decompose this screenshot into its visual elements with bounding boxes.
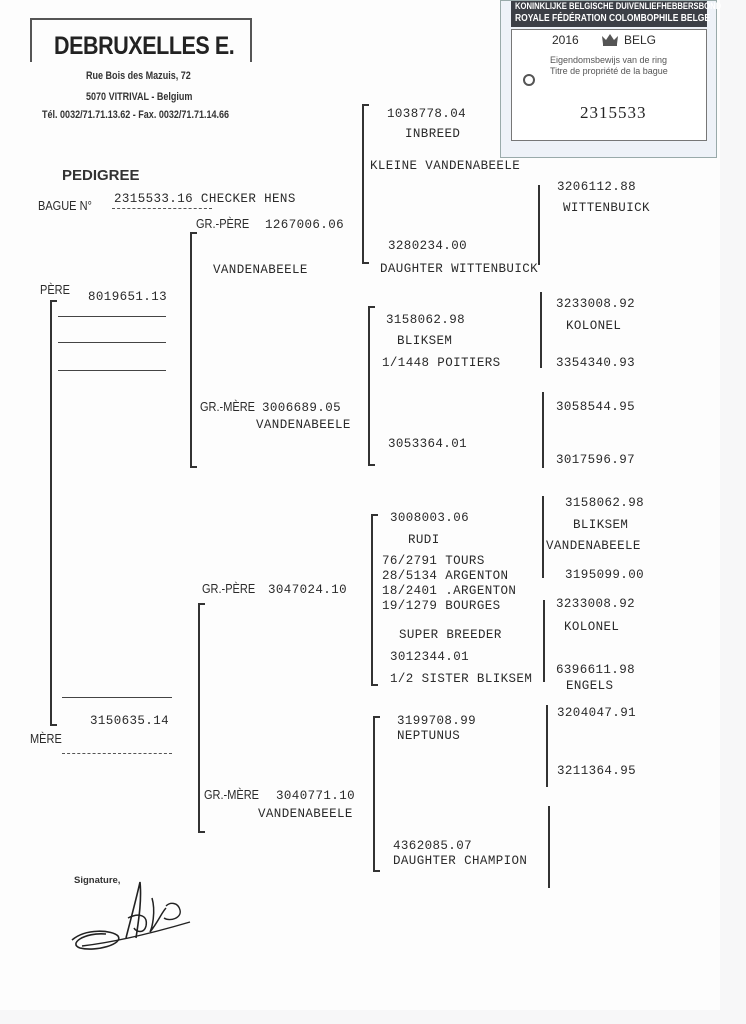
g4-line-3 <box>542 392 544 468</box>
ggp3-ring: 3008003.06 <box>390 511 470 525</box>
gr-mere-label-2: GR.-MÈRE <box>204 788 259 802</box>
g4-i-name: KOLONEL <box>564 620 620 634</box>
sire-line-3 <box>58 370 166 371</box>
ggp1-ring: 1038778.04 <box>387 107 467 121</box>
card-country: BELG <box>624 33 657 47</box>
breeder-stamp: DEBRUXELLES E. Rue Bois des Mazuis, 72 5… <box>30 18 252 128</box>
gm2-name: VANDENABEELE <box>258 807 353 821</box>
ggp2-name: BLIKSEM <box>397 334 453 348</box>
ggm3-name: 1/2 SISTER BLIKSEM <box>390 672 533 686</box>
g4-line-7 <box>548 806 550 888</box>
g4-g-name2: VANDENABEELE <box>546 539 641 553</box>
ggm4-name: DAUGHTER CHAMPION <box>393 854 528 868</box>
breeder-street: Rue Bois des Mazuis, 72 <box>86 70 191 82</box>
pedigree-title: PEDIGREE <box>62 167 140 184</box>
ggp4-ring: 3199708.99 <box>397 714 477 728</box>
bague-value: 2315533.16 CHECKER HENS <box>114 192 296 206</box>
ggp-bracket-3 <box>371 514 378 686</box>
ring-ownership-card: KONINKLIJKE BELGISCHE DUIVENLIEFHEBBERSB… <box>500 0 722 158</box>
g4-e-ring: 3058544.95 <box>556 400 636 414</box>
ggm4-ring: 4362085.07 <box>393 839 473 853</box>
gm1-ring: 3006689.05 <box>262 401 342 415</box>
card-caption-nl: Eigendomsbewijs van de ring <box>550 55 668 65</box>
sire-ring: 8019651.13 <box>88 290 168 304</box>
dam-grandparents-bracket <box>198 603 205 833</box>
g4-d-ring: 3354340.93 <box>556 356 636 370</box>
g4-c-name: KOLONEL <box>566 319 622 333</box>
card-caption-fr: Titre de propriété de la bague <box>550 66 668 76</box>
g4-l-ring: 3211364.95 <box>557 764 637 778</box>
sire-line-2 <box>58 342 166 343</box>
ggm1-name: DAUGHTER WITTENBUICK <box>380 262 539 276</box>
gp2-ring: 3047024.10 <box>268 583 348 597</box>
ggp3-name: RUDI <box>408 533 440 547</box>
g4-h-ring: 3195099.00 <box>565 568 645 582</box>
dam-line-2 <box>62 753 172 754</box>
gp1-ring: 1267006.06 <box>265 218 345 232</box>
g4-line-4 <box>542 496 544 578</box>
gr-pere-label-1: GR.-PÈRE <box>196 217 250 231</box>
g4-a-name: WITTENBUICK <box>563 201 650 215</box>
g4-j-name: ENGELS <box>566 679 614 693</box>
g4-line-6 <box>546 705 548 787</box>
dam-ring: 3150635.14 <box>90 714 170 728</box>
g4-line-1 <box>538 185 540 265</box>
sire-grandparents-bracket <box>190 232 197 468</box>
ggp3-result-3: 18/2401 .ARGENTON <box>382 584 517 598</box>
ggp3-result-4: 19/1279 BOURGES <box>382 599 501 613</box>
gm2-ring: 3040771.10 <box>276 789 356 803</box>
g4-g-name: BLIKSEM <box>573 518 629 532</box>
g4-k-ring: 3204047.91 <box>557 706 637 720</box>
ggp-bracket-4 <box>373 716 380 872</box>
ggp4-name: NEPTUNUS <box>397 729 461 743</box>
crown-icon <box>601 33 619 51</box>
g4-f-ring: 3017596.97 <box>556 453 636 467</box>
g4-g-ring: 3158062.98 <box>565 496 645 510</box>
card-body: 2016 BELG Eigendomsbewijs van de ring Ti… <box>511 29 707 141</box>
ggp-bracket-2 <box>368 306 375 466</box>
card-header-line1: KONINKLIJKE BELGISCHE DUIVENLIEFHEBBERSB… <box>515 1 722 11</box>
parent-bracket <box>50 300 57 726</box>
ggp2-ring: 3158062.98 <box>386 313 466 327</box>
signature-label: Signature, <box>74 875 121 886</box>
g4-a-ring: 3206112.88 <box>557 180 637 194</box>
sire-line-1 <box>58 316 166 317</box>
card-header-line2: ROYALE FÉDÉRATION COLOMBOPHILE BELGE <box>515 13 711 24</box>
breeder-city: 5070 VITRIVAL - Belgium <box>86 91 193 103</box>
dam-line-1 <box>62 697 172 698</box>
signature-scribble <box>66 872 196 960</box>
ggp1-note: INBREED <box>405 127 461 141</box>
ggm1-ring: 3280234.00 <box>388 239 468 253</box>
ggp3-title: SUPER BREEDER <box>399 628 502 642</box>
ggp1-name: KLEINE VANDENABEELE <box>370 159 521 173</box>
ring-hole-icon <box>523 74 535 86</box>
card-header: KONINKLIJKE BELGISCHE DUIVENLIEFHEBBERSB… <box>511 1 722 27</box>
ggm2-ring: 3053364.01 <box>388 437 468 451</box>
breeder-name: DEBRUXELLES E. <box>54 32 235 60</box>
bague-label: BAGUE N° <box>38 199 92 213</box>
gp1-name: VANDENABEELE <box>213 263 308 277</box>
pere-label: PÈRE <box>40 283 70 297</box>
g4-line-2 <box>540 292 542 368</box>
ggm3-ring: 3012344.01 <box>390 650 470 664</box>
ggp3-result-2: 28/5134 ARGENTON <box>382 569 509 583</box>
g4-c-ring: 3233008.92 <box>556 297 636 311</box>
bague-underline <box>112 208 212 209</box>
gm1-name: VANDENABEELE <box>256 418 351 432</box>
card-year: 2016 <box>552 33 579 47</box>
card-ring-number: 2315533 <box>580 103 647 122</box>
g4-j-ring: 6396611.98 <box>556 663 636 677</box>
pedigree-page: DEBRUXELLES E. Rue Bois des Mazuis, 72 5… <box>30 0 722 960</box>
g4-line-5 <box>543 600 545 682</box>
gr-mere-label-1: GR.-MÈRE <box>200 400 255 414</box>
g4-i-ring: 3233008.92 <box>556 597 636 611</box>
ggp3-result-1: 76/2791 TOURS <box>382 554 485 568</box>
stamp-frame <box>30 18 252 62</box>
breeder-phone: Tél. 0032/71.71.13.62 - Fax. 0032/71.71.… <box>42 109 230 121</box>
mere-label: MÈRE <box>30 732 62 746</box>
ggp2-result: 1/1448 POITIERS <box>382 356 501 370</box>
ggp-bracket-1 <box>362 104 369 264</box>
gr-pere-label-2: GR.-PÈRE <box>202 582 256 596</box>
